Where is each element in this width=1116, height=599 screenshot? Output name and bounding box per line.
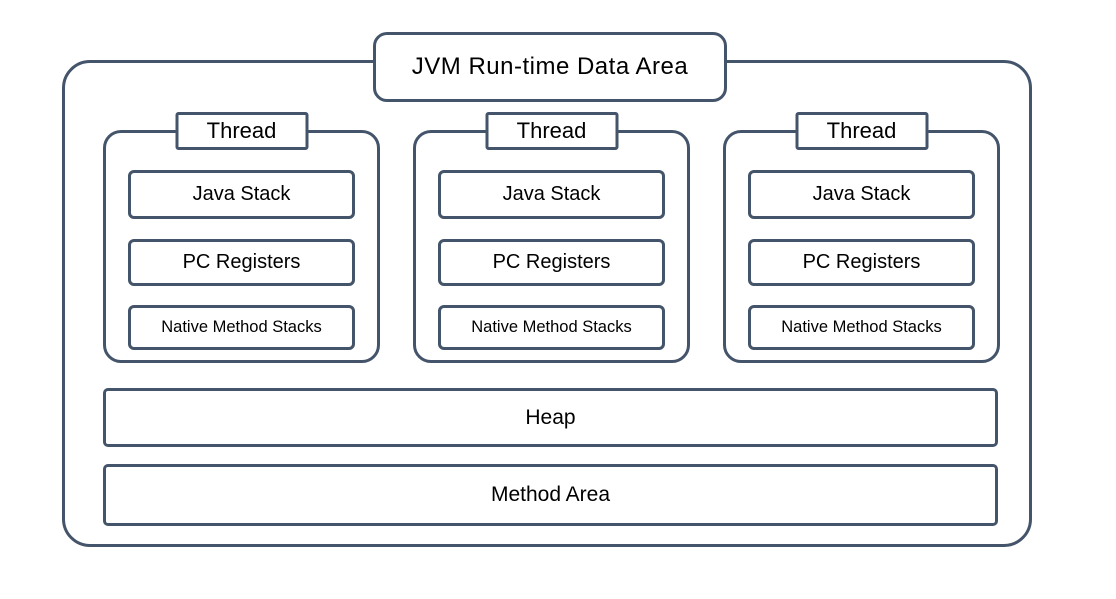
pc-registers-box-1: PC Registers — [128, 239, 355, 286]
java-stack-label-3: Java Stack — [812, 183, 911, 205]
thread-title-1: Thread — [206, 118, 277, 143]
pc-registers-label-3: PC Registers — [802, 251, 921, 273]
pc-registers-label-1: PC Registers — [182, 251, 301, 273]
thread-title-2: Thread — [516, 118, 587, 143]
jvm-runtime-area-title: JVM Run-time Data Area — [411, 53, 689, 80]
java-stack-box-2: Java Stack — [438, 170, 665, 219]
native-method-stacks-box-3: Native Method Stacks — [748, 305, 975, 350]
java-stack-label-1: Java Stack — [192, 183, 291, 205]
heap-box: Heap — [103, 388, 998, 447]
thread-container-3: Thread Java Stack PC Registers Native Me… — [723, 112, 1000, 363]
java-stack-label-2: Java Stack — [502, 183, 601, 205]
pc-registers-box-2: PC Registers — [438, 239, 665, 286]
native-method-stacks-label-3: Native Method Stacks — [781, 318, 942, 336]
thread-container-2: Thread Java Stack PC Registers Native Me… — [413, 112, 690, 363]
thread-title-3: Thread — [826, 118, 897, 143]
native-method-stacks-label-2: Native Method Stacks — [471, 318, 632, 336]
pc-registers-box-3: PC Registers — [748, 239, 975, 286]
native-method-stacks-box-1: Native Method Stacks — [128, 305, 355, 350]
thread-container-1: Thread Java Stack PC Registers Native Me… — [103, 112, 380, 363]
method-area-label: Method Area — [490, 483, 611, 506]
java-stack-box-1: Java Stack — [128, 170, 355, 219]
thread-title-box-2: Thread — [485, 112, 618, 150]
thread-title-box-1: Thread — [175, 112, 308, 150]
native-method-stacks-box-2: Native Method Stacks — [438, 305, 665, 350]
native-method-stacks-label-1: Native Method Stacks — [161, 318, 322, 336]
jvm-runtime-area-title-box: JVM Run-time Data Area — [373, 32, 727, 102]
method-area-box: Method Area — [103, 464, 998, 526]
pc-registers-label-2: PC Registers — [492, 251, 611, 273]
thread-title-box-3: Thread — [795, 112, 928, 150]
java-stack-box-3: Java Stack — [748, 170, 975, 219]
heap-label: Heap — [525, 405, 576, 429]
